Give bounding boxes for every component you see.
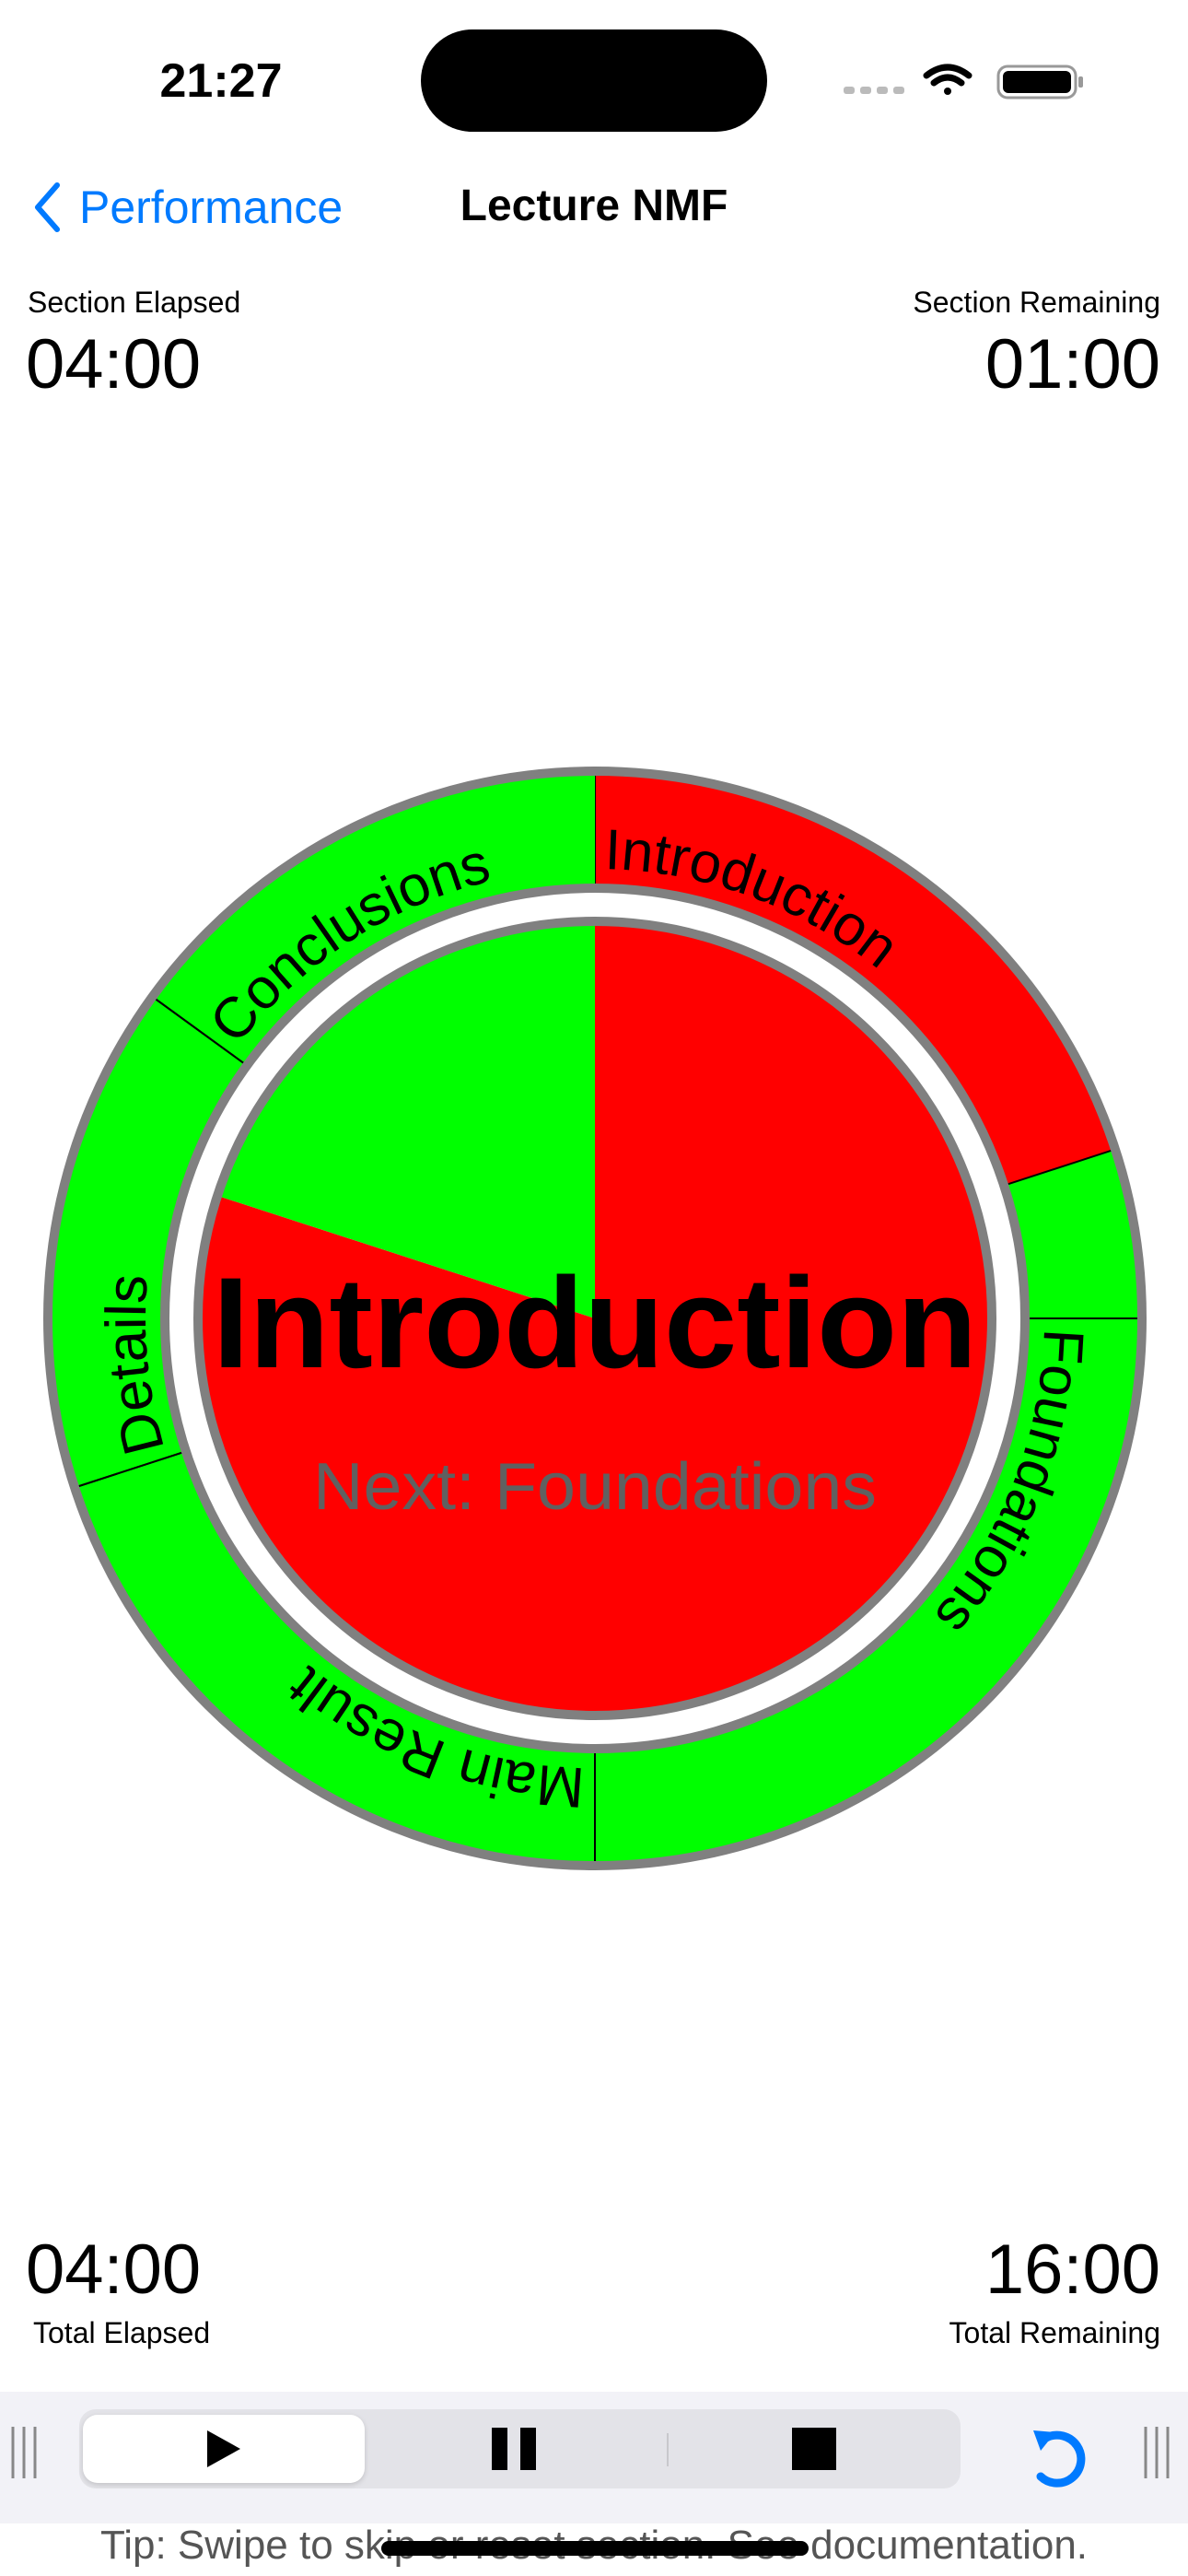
battery-icon [996, 64, 1083, 100]
section-remaining-label: Section Remaining [913, 286, 1160, 319]
progress-pie-remaining [217, 921, 595, 1318]
grip-right-handle[interactable] [1142, 2425, 1175, 2480]
section-elapsed-label: Section Elapsed [28, 286, 241, 319]
section-segment-remaining[interactable] [1004, 1149, 1142, 1318]
chevron-left-icon [35, 182, 60, 232]
pause-icon [492, 2428, 536, 2470]
segment-divider [667, 2433, 669, 2466]
status-time: 21:27 [159, 54, 283, 108]
stop-button[interactable] [669, 2409, 961, 2488]
cellular-signal-icon [844, 87, 904, 94]
outer-ring-border [43, 767, 1147, 1870]
reset-icon[interactable] [1026, 2425, 1092, 2491]
segment-divider [1003, 1148, 1116, 1187]
grip-left-handle[interactable] [9, 2425, 42, 2480]
section-elapsed-value: 04:00 [26, 325, 202, 404]
section-remaining-value: 01:00 [984, 325, 1160, 404]
status-icons [844, 64, 1083, 100]
section-segment-remaining[interactable] [75, 1451, 595, 1866]
next-section-label: Next: Foundations [313, 1450, 877, 1524]
wifi-icon [923, 64, 973, 95]
back-button[interactable]: Performance [33, 181, 343, 234]
play-icon [206, 2430, 240, 2467]
segment-divider [151, 996, 248, 1067]
stop-icon [791, 2428, 836, 2470]
progress-pie-border [193, 917, 996, 1720]
pause-button[interactable] [367, 2409, 662, 2488]
current-section-title: Introduction [213, 1250, 977, 1395]
total-remaining-value: 16:00 [984, 2231, 1160, 2309]
total-elapsed-label: Total Elapsed [33, 2316, 211, 2349]
progress-pie-elapsed [198, 921, 993, 1715]
total-elapsed-value: 04:00 [26, 2231, 202, 2309]
page-title: Lecture NMF [460, 181, 728, 230]
section-segment-remaining[interactable] [47, 996, 248, 1488]
play-button[interactable] [79, 2409, 367, 2488]
dynamic-island [421, 29, 767, 132]
inner-ring-border [160, 884, 1030, 1753]
home-indicator[interactable] [381, 2541, 809, 2556]
playback-segmented-control[interactable] [79, 2409, 961, 2488]
total-remaining-label: Total Remaining [949, 2316, 1160, 2349]
back-label: Performance [79, 181, 344, 233]
segment-divider [74, 1450, 187, 1489]
section-segment-remaining[interactable] [152, 771, 595, 1066]
section-segment-elapsed[interactable] [595, 771, 1115, 1186]
